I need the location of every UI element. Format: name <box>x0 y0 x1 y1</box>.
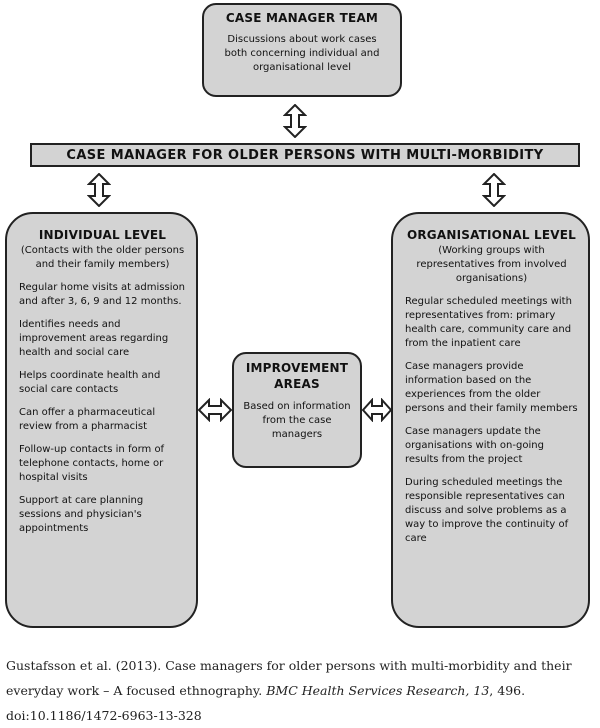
organisational-subtitle: (Working groups with representatives fro… <box>416 245 567 284</box>
individual-item: Follow-up contacts in form of telephone … <box>19 444 165 483</box>
individual-improvement-double-arrow-icon <box>198 398 232 422</box>
case-manager-team-box: CASE MANAGER TEAM Discussions about work… <box>202 3 402 97</box>
individual-title: INDIVIDUAL LEVEL <box>38 228 167 242</box>
individual-subtitle: (Contacts with the older persons and the… <box>20 245 185 270</box>
team-title: CASE MANAGER TEAM <box>225 11 379 25</box>
central-title: CASE MANAGER FOR OLDER PERSONS WITH MULT… <box>66 147 544 163</box>
central-case-manager-box: CASE MANAGER FOR OLDER PERSONS WITH MULT… <box>30 143 580 167</box>
improvement-title: IMPROVEMENT AREAS <box>245 361 349 391</box>
team-description: Discussions about work cases both concer… <box>224 34 380 73</box>
organisational-item: During scheduled meetings the responsibl… <box>405 477 569 544</box>
caption-journal: BMC Health Services Research, 13 <box>266 683 490 698</box>
organisational-item: Regular scheduled meetings with represen… <box>405 296 572 349</box>
caption-text: Gustafsson et al. (2013). Case managers … <box>6 658 572 698</box>
individual-item: Helps coordinate health and social care … <box>19 370 161 395</box>
individual-level-box: INDIVIDUAL LEVEL (Contacts with the olde… <box>5 212 198 628</box>
team-central-double-arrow-icon <box>283 104 307 138</box>
organisational-title: ORGANISATIONAL LEVEL <box>406 228 577 242</box>
central-individual-double-arrow-icon <box>87 173 111 207</box>
individual-item: Regular home visits at admission and aft… <box>19 282 185 307</box>
central-organisational-double-arrow-icon <box>482 173 506 207</box>
organisational-level-box: ORGANISATIONAL LEVEL (Working groups wit… <box>391 212 590 628</box>
citation-caption: Gustafsson et al. (2013). Case managers … <box>6 653 596 728</box>
improvement-description: Based on information from the case manag… <box>243 401 351 440</box>
organisational-item: Case managers update the organisations w… <box>405 426 544 465</box>
caption-doi: , 496. doi:10.1186/1472-6963-13-328 <box>6 683 526 723</box>
individual-item: Can offer a pharmaceutical review from a… <box>19 407 156 432</box>
improvement-areas-box: IMPROVEMENT AREAS Based on information f… <box>232 352 362 468</box>
improvement-organisational-double-arrow-icon <box>362 398 392 422</box>
individual-item: Support at care planning sessions and ph… <box>19 495 144 534</box>
individual-item: Identifies needs and improvement areas r… <box>19 319 169 358</box>
organisational-item: Case managers provide information based … <box>405 361 578 414</box>
